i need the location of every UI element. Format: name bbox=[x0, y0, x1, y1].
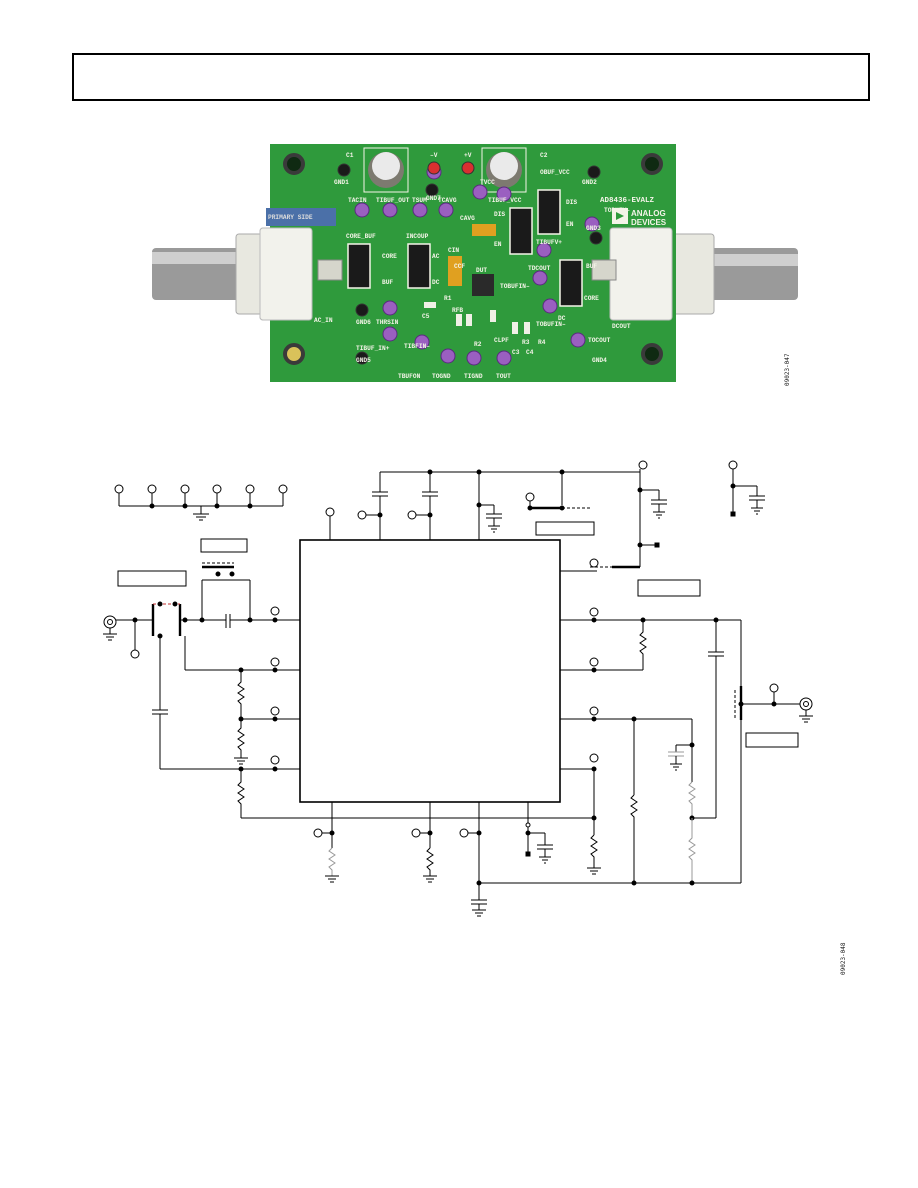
svg-text:BUF: BUF bbox=[382, 279, 393, 286]
svg-text:TACIN: TACIN bbox=[348, 197, 367, 204]
svg-text:CIN: CIN bbox=[448, 247, 459, 254]
ic-body bbox=[299, 539, 561, 803]
svg-text:TOBUFV–: TOBUFV– bbox=[604, 207, 630, 214]
svg-text:R3: R3 bbox=[522, 339, 530, 346]
svg-text:GND3: GND3 bbox=[586, 225, 601, 232]
top-supply-rail bbox=[325, 460, 667, 545]
svg-text:TOGND: TOGND bbox=[432, 373, 451, 380]
svg-text:ANALOG: ANALOG bbox=[631, 209, 666, 218]
svg-text:TIBUF_VCC: TIBUF_VCC bbox=[488, 197, 522, 204]
svg-text:TIBUF_OUT: TIBUF_OUT bbox=[376, 197, 410, 204]
page-header-box bbox=[72, 53, 870, 101]
ground-test-point-bus bbox=[114, 484, 288, 521]
svg-text:CORE_BUF: CORE_BUF bbox=[346, 233, 376, 240]
svg-text:TIGND: TIGND bbox=[464, 373, 483, 380]
output-buffer-supply bbox=[560, 542, 701, 597]
svg-text:C2: C2 bbox=[540, 152, 548, 159]
svg-text:EN: EN bbox=[566, 221, 574, 228]
svg-text:TOUT: TOUT bbox=[496, 373, 511, 380]
svg-text:DCOUT: DCOUT bbox=[612, 323, 631, 330]
input-network bbox=[103, 538, 592, 819]
svg-text:CCF: CCF bbox=[454, 263, 465, 270]
svg-text:CAVG: CAVG bbox=[460, 215, 475, 222]
svg-text:TOBUFIN–: TOBUFIN– bbox=[536, 321, 566, 328]
enable-switch bbox=[525, 472, 595, 536]
svg-text:DIS: DIS bbox=[566, 199, 577, 206]
output-network bbox=[560, 607, 813, 886]
evaluation-board-schematic bbox=[103, 460, 813, 917]
evaluation-board-photo: ANALOG DEVICES AD8436-EVALZ PRIMARY SIDE… bbox=[152, 144, 798, 382]
svg-text:+V: +V bbox=[464, 152, 472, 159]
bottom-network bbox=[313, 802, 741, 917]
svg-text:GND2: GND2 bbox=[582, 179, 597, 186]
svg-text:THRSIN: THRSIN bbox=[376, 319, 399, 326]
positive-supply-decoupling bbox=[728, 460, 765, 517]
svg-text:TDCOUT: TDCOUT bbox=[528, 265, 551, 272]
svg-text:C4: C4 bbox=[526, 349, 534, 356]
primary-side-label: PRIMARY SIDE bbox=[268, 214, 313, 221]
svg-text:CORE: CORE bbox=[382, 253, 397, 260]
svg-text:DC: DC bbox=[432, 279, 440, 286]
svg-text:TOBUFIN–: TOBUFIN– bbox=[500, 283, 530, 290]
svg-text:CLPF: CLPF bbox=[494, 337, 509, 344]
svg-text:DC: DC bbox=[558, 315, 566, 322]
svg-text:TSUM: TSUM bbox=[412, 197, 427, 204]
svg-text:AC_IN: AC_IN bbox=[314, 317, 333, 324]
svg-text:CORE: CORE bbox=[584, 295, 599, 302]
board-name-label: AD8436-EVALZ bbox=[600, 197, 655, 205]
dut-chip bbox=[472, 274, 494, 296]
capacitor-c1 bbox=[363, 147, 409, 193]
cavg-capacitor bbox=[472, 224, 496, 236]
svg-text:DUT: DUT bbox=[476, 267, 487, 274]
svg-text:C3: C3 bbox=[512, 349, 520, 356]
svg-text:GND4: GND4 bbox=[592, 357, 607, 364]
svg-text:GND7: GND7 bbox=[426, 195, 441, 202]
svg-text:R2: R2 bbox=[474, 341, 482, 348]
test-points bbox=[354, 164, 600, 366]
svg-text:BUF: BUF bbox=[586, 263, 597, 270]
analog-devices-logo: ANALOG DEVICES bbox=[612, 208, 667, 227]
svg-text:TIBFIN–: TIBFIN– bbox=[404, 343, 430, 350]
svg-text:TIBUFV+: TIBUFV+ bbox=[536, 239, 562, 246]
svg-text:GND1: GND1 bbox=[334, 179, 349, 186]
svg-text:TOCOUT: TOCOUT bbox=[588, 337, 611, 344]
svg-text:TVCC: TVCC bbox=[480, 179, 495, 186]
svg-text:C5: C5 bbox=[422, 313, 430, 320]
svg-text:RFB: RFB bbox=[452, 307, 463, 314]
svg-text:C1: C1 bbox=[346, 152, 354, 159]
svg-text:GND6: GND6 bbox=[356, 319, 371, 326]
svg-text:INCOUP: INCOUP bbox=[406, 233, 429, 240]
cin-capacitor bbox=[448, 256, 462, 286]
svg-text:R4: R4 bbox=[538, 339, 546, 346]
smd-parts bbox=[424, 302, 530, 334]
svg-text:EN: EN bbox=[494, 241, 502, 248]
photo-figure-id: 09023-047 bbox=[784, 353, 791, 386]
silkscreen-labels: AD8436-EVALZ PRIMARY SIDE C1 C2 GND1 GND… bbox=[268, 152, 655, 380]
svg-text:DIS: DIS bbox=[494, 211, 505, 218]
capacitor-c2 bbox=[481, 147, 527, 193]
svg-text:AC: AC bbox=[432, 253, 440, 260]
svg-text:TBUFON: TBUFON bbox=[398, 373, 421, 380]
svg-text:–V: –V bbox=[430, 152, 438, 159]
svg-text:TCAVG: TCAVG bbox=[438, 197, 457, 204]
svg-text:GND5: GND5 bbox=[356, 357, 371, 364]
svg-text:TIBUF_IN+: TIBUF_IN+ bbox=[356, 345, 390, 352]
schematic-figure-id: 09023-048 bbox=[840, 942, 847, 975]
mounting-holes bbox=[283, 153, 663, 365]
svg-text:OBUF_VCC: OBUF_VCC bbox=[540, 169, 570, 176]
svg-text:R1: R1 bbox=[444, 295, 452, 302]
slide-switches bbox=[347, 189, 583, 307]
svg-text:DEVICES: DEVICES bbox=[631, 218, 667, 227]
power-test-points bbox=[337, 161, 603, 365]
